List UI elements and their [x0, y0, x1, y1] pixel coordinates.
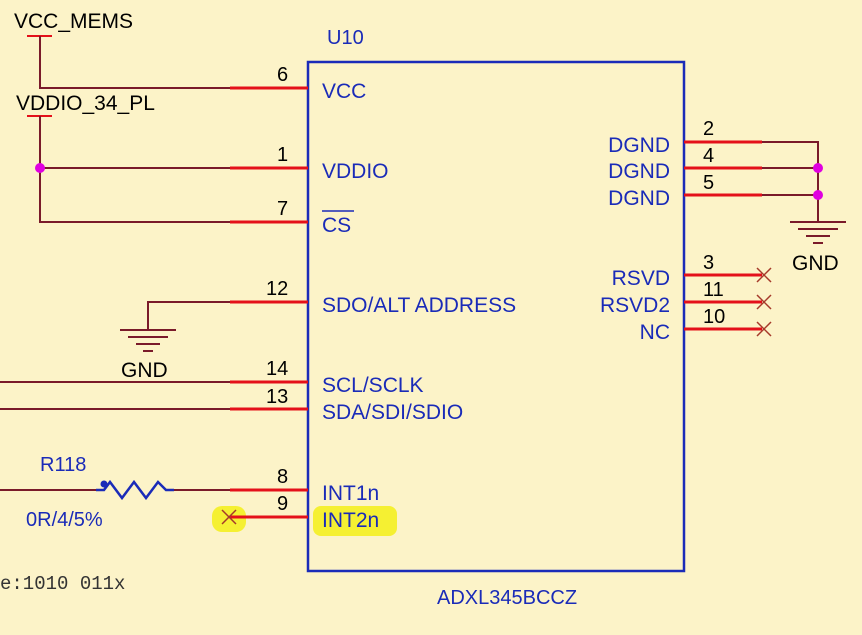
pin-name-int1n: INT1n: [322, 482, 379, 505]
no-connect-marker-11: [756, 294, 772, 310]
pin-number-13: 13: [266, 386, 288, 408]
gnd-label-left: GND: [121, 359, 168, 382]
partial-address-text: e:1010 011x: [0, 573, 125, 595]
no-connect-marker-3: [756, 267, 772, 283]
wire-vddio-cs[interactable]: [39, 116, 230, 223]
pin-number-14: 14: [266, 358, 288, 380]
pin-name-int2n: INT2n: [322, 509, 379, 532]
resistor-value: 0R/4/5%: [26, 509, 103, 531]
wire-sdo-gnd[interactable]: [147, 301, 230, 330]
pin-name-sdo: SDO/ALT ADDRESS: [322, 294, 516, 317]
ground-symbol-left: [120, 329, 176, 352]
ground-symbol-right: [790, 221, 846, 244]
junction-dot: [813, 163, 823, 173]
net-label-vddio: VDDIO_34_PL: [16, 92, 155, 115]
resistor-r118[interactable]: [96, 479, 174, 501]
pin-number-4: 4: [703, 145, 714, 167]
net-label-vcc-mems: VCC_MEMS: [14, 10, 133, 33]
component-body[interactable]: [306, 60, 686, 573]
resistor-pin1-dot: [100, 480, 108, 488]
pin-name-rsvd2: RSVD2: [600, 294, 670, 317]
nc-marker-highlight: [212, 506, 246, 532]
pin-number-7: 7: [277, 198, 288, 220]
pin-number-1: 1: [277, 144, 288, 166]
pin-number-8: 8: [277, 466, 288, 488]
pin-number-5: 5: [703, 172, 714, 194]
pin-number-10: 10: [703, 306, 725, 328]
wire-dgnd-2[interactable]: [762, 141, 819, 222]
pin-number-11: 11: [703, 279, 724, 301]
resistor-ref: R118: [40, 454, 86, 476]
wire-vcc[interactable]: [39, 36, 230, 89]
pin-name-nc: NC: [640, 321, 670, 344]
pin-name-vddio: VDDIO: [322, 160, 389, 183]
gnd-label-right: GND: [792, 252, 839, 275]
pin-number-3: 3: [703, 252, 714, 274]
int2n-highlight: [313, 506, 397, 536]
pin-name-dgnd: DGND: [608, 134, 670, 157]
pin-number-12: 12: [266, 278, 288, 300]
no-connect-marker-10: [756, 321, 772, 337]
pin-name-rsvd: RSVD: [612, 267, 670, 290]
junction-dot: [813, 190, 823, 200]
pin-number-6: 6: [277, 64, 288, 86]
pin-name-dgnd: DGND: [608, 187, 670, 210]
component-ref: U10: [327, 27, 364, 49]
pin-number-2: 2: [703, 118, 714, 140]
pin-name-scl: SCL/SCLK: [322, 374, 424, 397]
component-part-number: ADXL345BCCZ: [437, 587, 577, 609]
pin-name-dgnd: DGND: [608, 160, 670, 183]
pin-number-9: 9: [277, 493, 288, 515]
pin-name-vcc: VCC: [322, 80, 366, 103]
pin-name-cs: CS: [322, 214, 351, 237]
no-connect-marker-int2: [221, 509, 237, 525]
pin-name-sda: SDA/SDI/SDIO: [322, 401, 463, 424]
junction-dot: [35, 163, 45, 173]
